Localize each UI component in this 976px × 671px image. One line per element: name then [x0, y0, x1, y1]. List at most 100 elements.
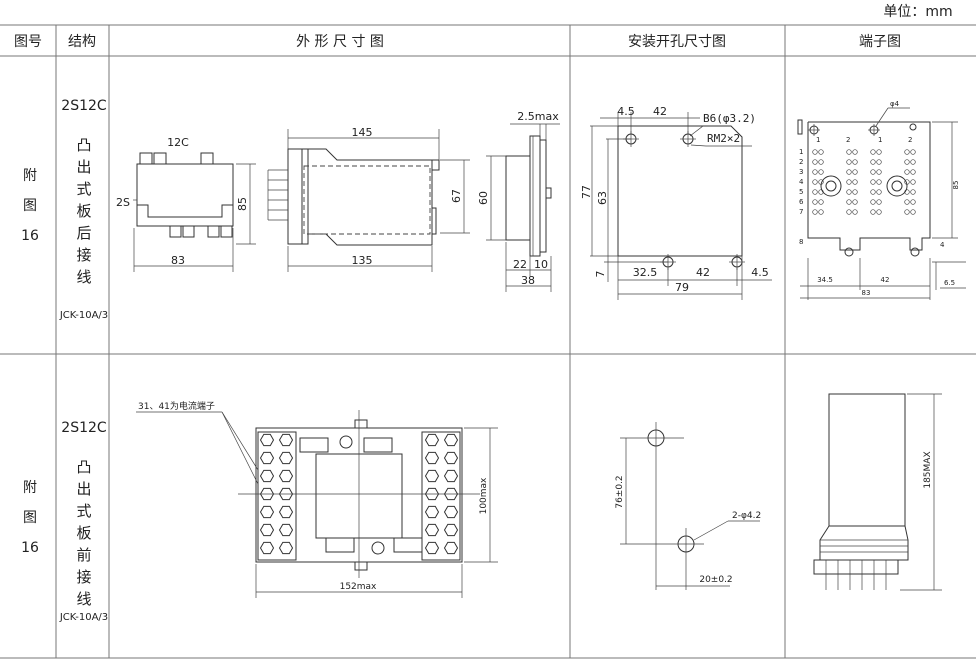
header-structure: 结构 — [68, 34, 96, 50]
row-2-type-char: 线 — [76, 590, 91, 608]
row-2-terminal-side: 185MAX — [813, 393, 942, 591]
terminal-row-num: 3 — [799, 168, 803, 176]
terminal-pin — [812, 189, 818, 195]
terminal-pin — [870, 209, 876, 215]
front-panel-height-dim: 100max — [479, 477, 489, 514]
terminal-pin — [904, 199, 910, 205]
row-1-type-char: 凸 — [76, 136, 91, 154]
row-2-fig-no: 附 图 16 — [21, 480, 39, 556]
terminal-screw — [424, 469, 440, 483]
terminal-screw — [424, 487, 440, 501]
terminal-side-height-dim: 185MAX — [923, 451, 933, 488]
side-bottom-dim: 135 — [352, 254, 373, 267]
terminal-top-num: 1 — [816, 136, 820, 144]
terminal-pin — [846, 209, 852, 215]
terminal-screw — [424, 541, 440, 555]
row-1-fig-char: 16 — [21, 228, 39, 244]
terminal-pin — [852, 169, 858, 175]
cutout-hole-spec-2: 2-φ4.2 — [732, 511, 761, 521]
terminal-pin — [812, 149, 818, 155]
terminal-screw — [443, 487, 459, 501]
front-terminal-screws — [259, 433, 459, 555]
terminal-pin — [846, 149, 852, 155]
header-terminal: 端子图 — [859, 34, 901, 50]
terminal-screw — [278, 487, 294, 501]
end-height-dim: 60 — [477, 191, 490, 205]
row-1-type-char: 出 — [76, 158, 91, 176]
terminal-pin — [876, 159, 882, 165]
row-2-type-char: 板 — [76, 524, 91, 542]
terminal-pin — [870, 189, 876, 195]
terminal-pin — [852, 189, 858, 195]
terminal-screw — [278, 541, 294, 555]
unit-label: 单位：mm — [883, 4, 952, 20]
terminal-screw — [424, 433, 440, 447]
terminal-pin — [870, 159, 876, 165]
terminal-top-num: 2 — [908, 136, 912, 144]
row-2-type-char: 前 — [76, 546, 91, 564]
row-1-end-view: 2.5max 60 22 10 38 — [477, 110, 560, 292]
header-fig-no: 图号 — [14, 34, 42, 50]
row-1-type-char: 后 — [76, 224, 91, 242]
table-header: 图号 结构 外 形 尺 寸 图 安装开孔尺寸图 端子图 — [14, 34, 901, 50]
row-1-type-char: 线 — [76, 268, 91, 286]
side-height-dim: 67 — [450, 189, 463, 203]
end-top-dim: 2.5max — [517, 110, 559, 123]
front-width-dim: 83 — [171, 254, 185, 267]
terminal-row-num: 8 — [799, 238, 803, 246]
terminal-screw — [259, 433, 275, 447]
terminal-pin — [870, 179, 876, 185]
row-1-fig-char: 附 — [23, 168, 37, 184]
end-width-dim-2: 10 — [534, 258, 548, 271]
terminal-pin — [852, 179, 858, 185]
terminal-pin — [812, 179, 818, 185]
end-total-dim: 38 — [521, 274, 535, 287]
terminal-screw — [278, 469, 294, 483]
terminal-screw — [443, 523, 459, 537]
terminal-mount-hole-icon — [844, 247, 854, 257]
row-2-fig-char: 附 — [23, 480, 37, 496]
terminal-screw — [443, 451, 459, 465]
terminal-pin — [910, 209, 916, 215]
terminal-pin — [910, 179, 916, 185]
end-width-dim-1: 22 — [513, 258, 527, 271]
terminal-row-num: 2 — [799, 158, 803, 166]
row-2-type-char: 凸 — [76, 458, 91, 476]
terminal-mount-hole-icon — [808, 124, 820, 136]
terminal-screw — [424, 451, 440, 465]
terminal-mount-hole-icon — [868, 124, 880, 136]
terminal-pin — [812, 169, 818, 175]
row-1-structure: 2S12C 凸 出 式 板 后 接 线 JCK-10A/3 — [59, 98, 108, 321]
front-panel-width-dim: 152max — [340, 582, 377, 592]
row-2-fig-char: 16 — [21, 540, 39, 556]
terminal-pin — [904, 209, 910, 215]
terminal-screw — [443, 541, 459, 555]
terminal-total-width-dim: 83 — [862, 289, 871, 297]
row-2-fig-char: 图 — [23, 510, 37, 526]
terminal-screw — [278, 523, 294, 537]
cutout-total-width-dim: 79 — [675, 281, 689, 294]
terminal-screw — [259, 523, 275, 537]
row-1-type-char: 接 — [76, 246, 91, 264]
terminal-screw — [443, 505, 459, 519]
terminal-phi-label: φ4 — [890, 100, 900, 108]
terminal-screw — [424, 505, 440, 519]
terminal-pin — [852, 199, 858, 205]
row-1-type-char: 板 — [76, 202, 91, 220]
terminal-pin — [818, 169, 824, 175]
terminal-top-num: 2 — [846, 136, 850, 144]
cutout-top-dim: 42 — [653, 105, 667, 118]
cutout-height-dim: 77 — [580, 185, 593, 199]
terminal-pin — [846, 169, 852, 175]
terminal-pin — [910, 159, 916, 165]
terminal-pin — [904, 149, 910, 155]
row-1-terminal: φ4 1 2 1 2 1 2 3 4 5 6 7 8 85 4 6.5 34.5 — [797, 100, 966, 300]
cutout-inner-height-dim: 63 — [596, 191, 609, 205]
terminal-row-num: 7 — [799, 208, 803, 216]
row-1-cutout: 4.5 42 B6(φ3.2) RM2×2 77 63 7 32.5 42 4.… — [580, 105, 772, 300]
terminal-pin — [846, 179, 852, 185]
terminal-bottom-left-dim: 34.5 — [817, 276, 833, 284]
cutout-bottom-left-dim: 32.5 — [633, 266, 658, 279]
row-2-cutout: 76±0.2 2-φ4.2 20±0.2 — [615, 422, 761, 590]
